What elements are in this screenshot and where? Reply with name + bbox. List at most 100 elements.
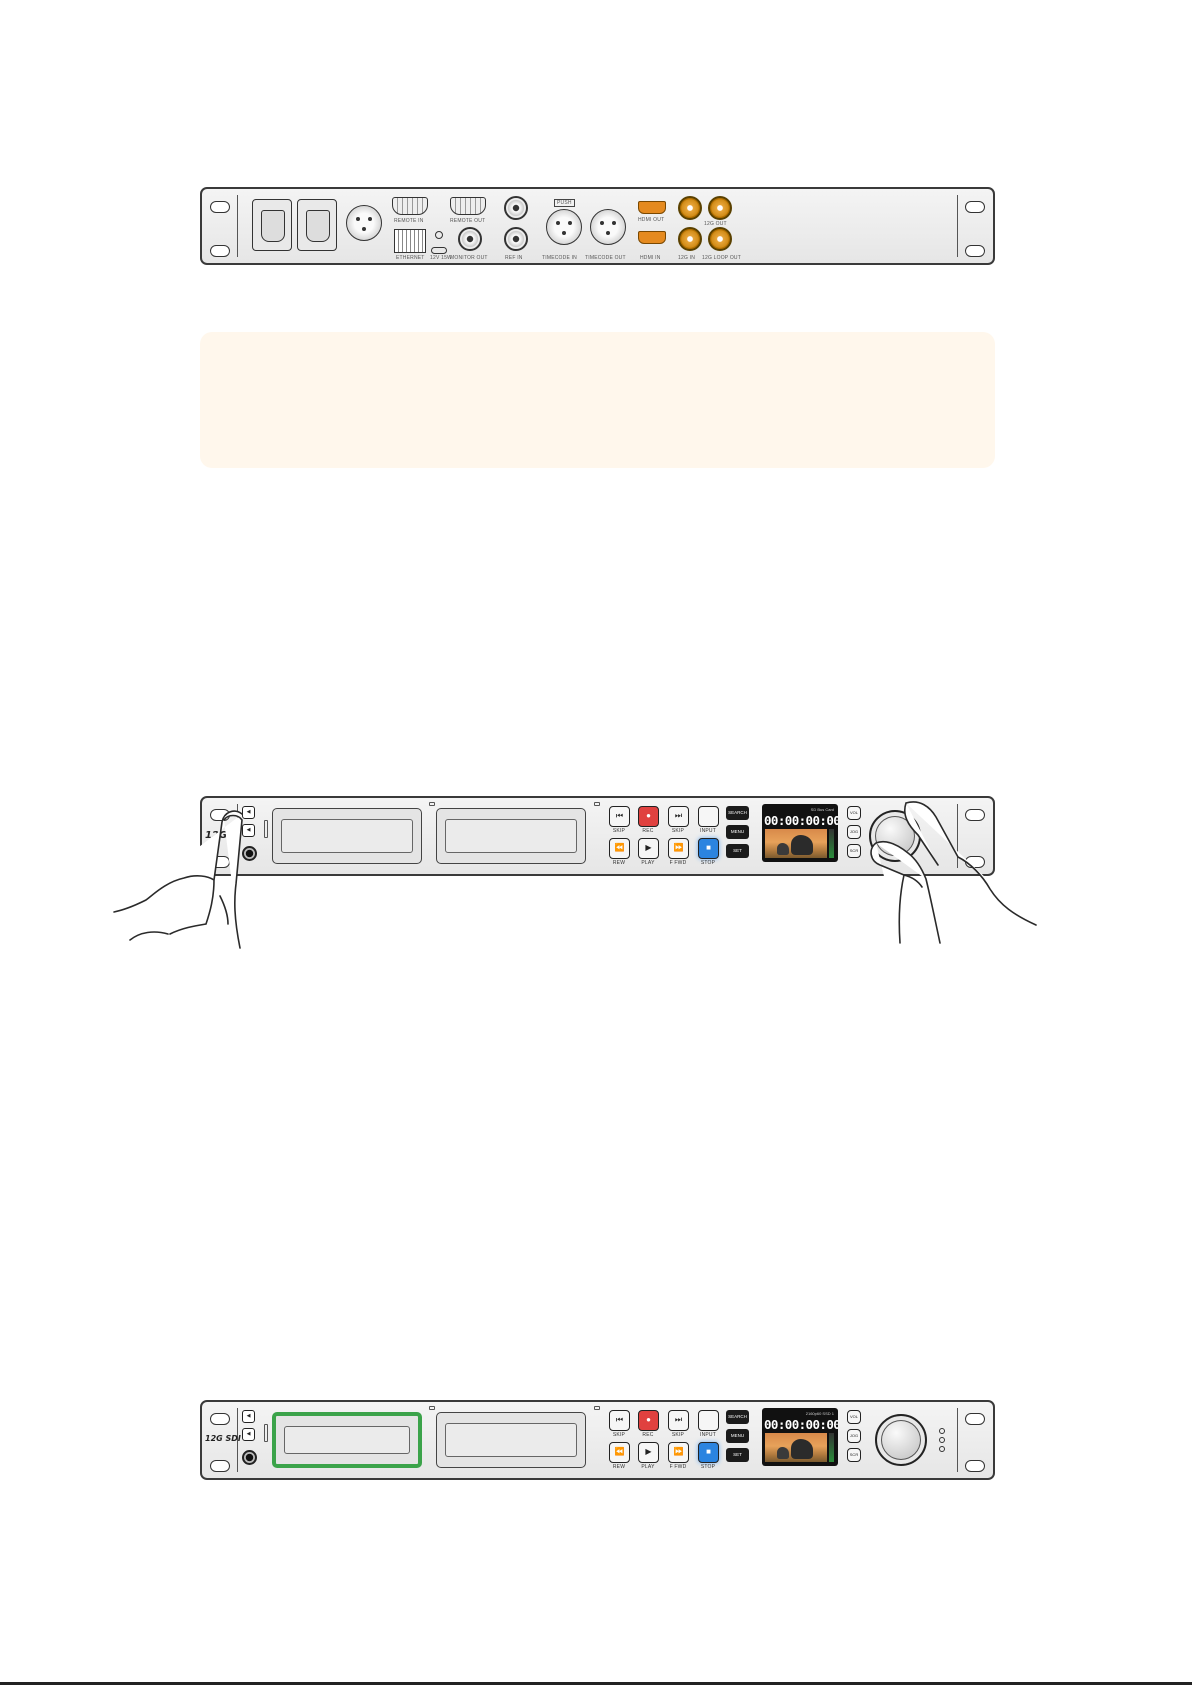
search-dial-knob[interactable] [875,1414,927,1466]
media-bay-2[interactable] [436,1412,586,1468]
power-inlet-2 [297,199,337,251]
input-button[interactable] [698,1410,719,1431]
menu-button[interactable]: MENU [726,825,749,839]
vol-button[interactable]: VOL [847,806,861,820]
note-box [200,332,995,468]
media-bay-1-highlighted[interactable] [272,1412,422,1468]
eject-button-1[interactable]: ◀ [242,806,255,819]
record-button[interactable]: ● [638,1410,659,1431]
skip-forward-button[interactable]: ⏭ [668,806,689,827]
remote-out-port [450,197,486,215]
rack-ear-right [957,804,993,868]
video-thumbnail [765,1433,827,1462]
media-bay-1[interactable] [272,808,422,864]
front-panel-illustration-1: 12G ◀ ◀ ⏮ SKIP ● REC ⏭ SKIP INPUT ⏪ REW … [200,796,995,876]
xlr-connector [346,205,382,241]
status-led [264,1424,268,1442]
skip-back-button[interactable]: ⏮ [609,806,630,827]
rack-slot [965,201,985,213]
search-button[interactable]: SEARCH [726,806,749,820]
port-label: MONITOR OUT [450,255,488,261]
jog-button[interactable]: JOG [847,825,861,839]
jog-button[interactable]: JOG [847,1429,861,1443]
bay-divider-led [429,802,435,806]
port-label: REF IN [505,255,523,261]
fast-forward-button[interactable]: ⏩ [668,1442,689,1463]
input-button[interactable] [698,806,719,827]
button-label: INPUT [700,828,716,834]
button-label: REC [642,828,654,834]
port-label: ETHERNET [396,255,425,261]
button-label: STOP [700,860,716,866]
port-label: 12G LOOP OUT [702,255,741,261]
button-label: STOP [700,1464,716,1470]
rack-slot [210,1460,230,1472]
scroll-button[interactable]: SCR [847,844,861,858]
reset-hole [435,231,443,239]
gold-bnc-connector [678,196,702,220]
lcd-status-bar: 2160p60 SSD 1 [805,1411,834,1416]
button-label: REW [612,860,626,866]
port-label: TIMECODE OUT [585,255,626,261]
button-label: F FWD [669,1464,687,1470]
button-label: PLAY [641,860,655,866]
fast-forward-button[interactable]: ⏩ [668,838,689,859]
audio-meter [829,1433,834,1462]
media-bay-2[interactable] [436,808,586,864]
port-label: HDMI OUT [638,217,665,223]
eject-button-2[interactable]: ◀ [242,824,255,837]
gold-bnc-connector [708,196,732,220]
button-label: SKIP [612,828,626,834]
bay-led [594,802,600,806]
indicator-dot [939,1446,945,1452]
skip-forward-button[interactable]: ⏭ [668,1410,689,1431]
stop-button[interactable]: ■ [698,1442,719,1463]
audio-meter [829,829,834,858]
bnc-connector [504,196,528,220]
push-label: PUSH [554,199,575,207]
vol-button[interactable]: VOL [847,1410,861,1424]
search-button[interactable]: SEARCH [726,1410,749,1424]
scroll-button[interactable]: SCR [847,1448,861,1462]
stop-button[interactable]: ■ [698,838,719,859]
hdmi-in-port [638,231,666,244]
button-label: INPUT [700,1432,716,1438]
product-logo: 12G SDI [205,1434,241,1443]
lcd-timecode: 00:00:00:00 [764,813,838,828]
play-button[interactable]: ▶ [638,838,659,859]
remote-in-port [392,197,428,215]
eject-button-1[interactable]: ◀ [242,1410,255,1423]
skip-back-button[interactable]: ⏮ [609,1410,630,1431]
rack-ear-left [202,1408,238,1472]
indicator-dot [939,1437,945,1443]
rack-slot [965,1413,985,1425]
rack-slot [965,1460,985,1472]
right-hand-illustration [870,801,1037,944]
port-label: 12G IN [678,255,696,261]
status-led [264,820,268,838]
button-label: REC [642,1432,654,1438]
record-button[interactable]: ● [638,806,659,827]
12g-in-bnc [678,227,702,251]
rack-slot [210,1413,230,1425]
set-button[interactable]: SET [726,844,749,858]
button-label: REW [612,1464,626,1470]
set-button[interactable]: SET [726,1448,749,1462]
menu-button[interactable]: MENU [726,1429,749,1443]
port-label: TIMECODE IN [542,255,577,261]
rewind-button[interactable]: ⏪ [609,838,630,859]
left-hand-illustration [113,810,243,949]
rack-ear-right [957,195,993,257]
port-label: REMOTE OUT [450,218,486,224]
rack-ear-left [202,195,238,257]
rewind-button[interactable]: ⏪ [609,1442,630,1463]
button-label: SKIP [671,828,685,834]
power-inlet-1 [252,199,292,251]
lcd-screen: 2160p60 SSD 1 00:00:00:00 [762,1408,838,1466]
hdmi-out-port [638,201,666,214]
video-thumbnail [765,829,827,858]
indicator-dot [939,1428,945,1434]
play-button[interactable]: ▶ [638,1442,659,1463]
lcd-screen: SD Bus Card 00:00:00:00 [762,804,838,862]
eject-button-2[interactable]: ◀ [242,1428,255,1441]
